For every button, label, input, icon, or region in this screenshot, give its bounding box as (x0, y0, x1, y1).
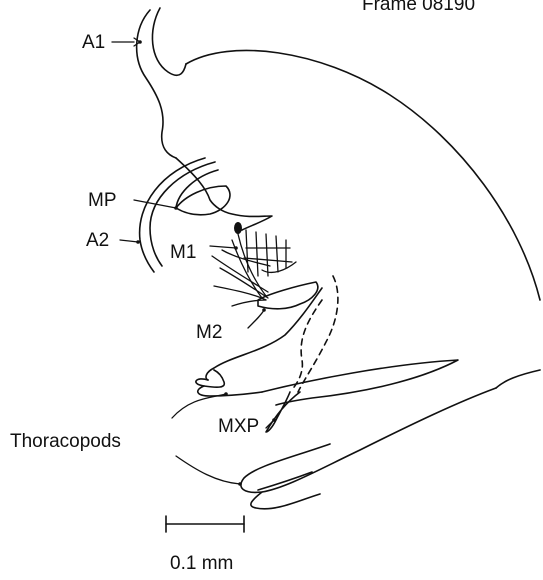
label-thoracopods: Thoracopods (10, 431, 121, 452)
body-dorsal-outline (186, 50, 540, 300)
thoracopod-upper-pointer-dot (224, 392, 228, 396)
m1-setae (212, 222, 296, 306)
scale-bar-label: 0.1 mm (170, 553, 233, 574)
mxp-lower-segment (266, 392, 300, 432)
head-front-outline (176, 158, 272, 230)
a1-outline (137, 10, 176, 158)
mxp-dashed-inner (292, 300, 322, 390)
label-mxp: MXP (218, 416, 259, 437)
a1-pointer-dot (138, 40, 142, 44)
label-m1: M1 (170, 242, 196, 263)
ventral-lobes (196, 370, 224, 387)
label-a2: A2 (86, 230, 109, 251)
label-a1: A1 (82, 32, 105, 53)
body-posterior-outline (496, 370, 540, 388)
m2-pointer-dot (262, 308, 266, 312)
mxp-pointer-dot (272, 418, 276, 422)
mp-pointer-dot (174, 206, 178, 210)
a2-pointer-dot (136, 240, 140, 244)
thoracopod-lower-lobe (251, 492, 320, 509)
label-m2: M2 (196, 322, 222, 343)
ventral-lobes-2 (198, 386, 262, 396)
thoracopod-lower-pointer-dot (238, 482, 242, 486)
m1-pointer-dot (234, 246, 238, 250)
scale-bar (166, 516, 244, 532)
m2-outline (258, 282, 318, 309)
label-mp: MP (88, 190, 117, 211)
thoracopod-lower-spine (258, 472, 312, 490)
a1-inner-outline (152, 8, 186, 75)
frame-header: Frame 08190 (362, 0, 475, 15)
